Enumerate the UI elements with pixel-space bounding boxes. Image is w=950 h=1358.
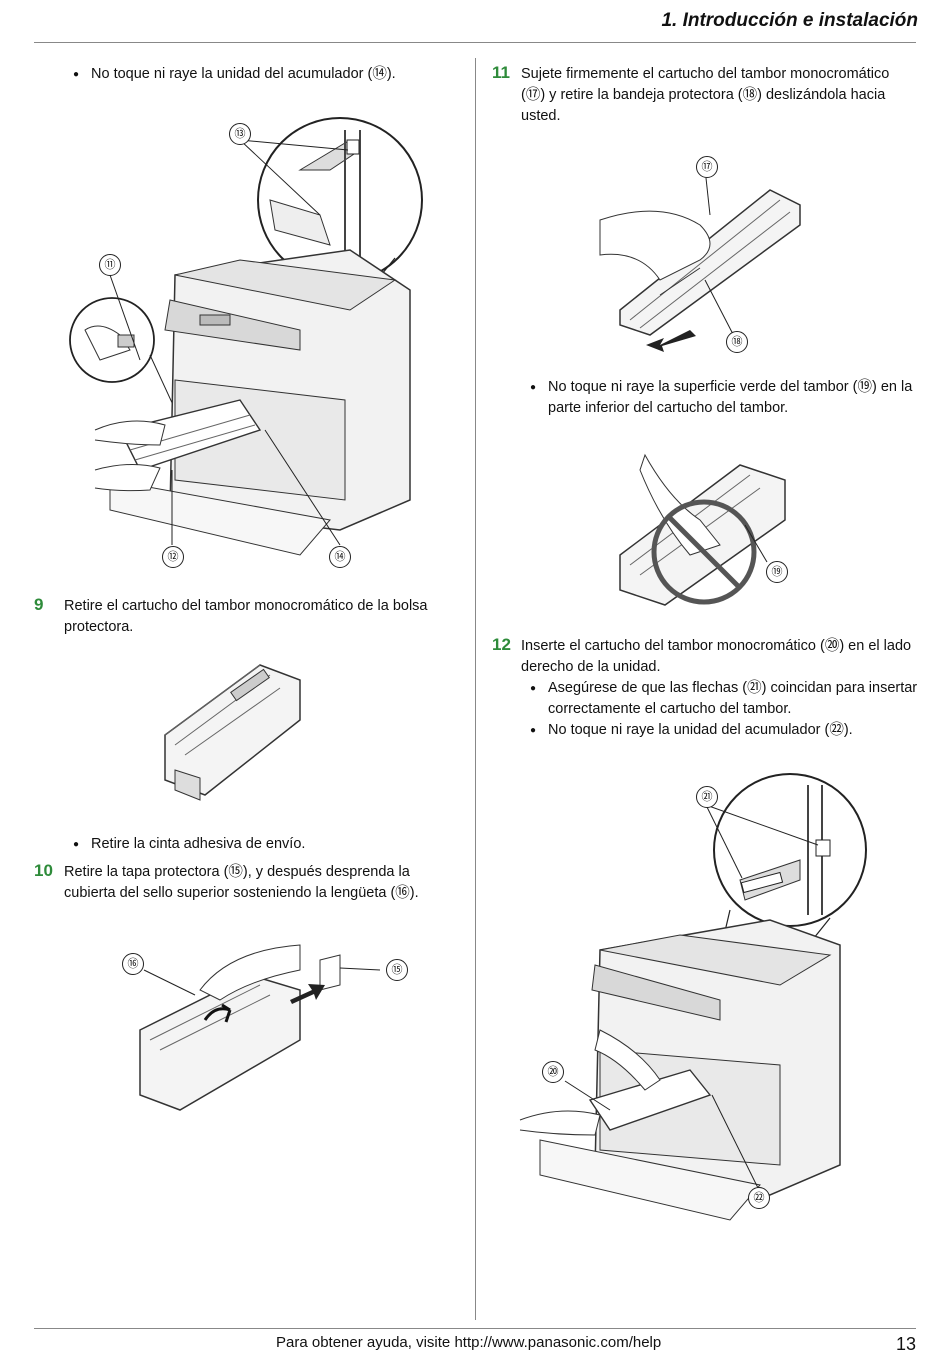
bullet-remove-tape: Retire la cinta adhesiva de envío.: [73, 834, 305, 855]
callout-12: ⑫: [162, 546, 184, 568]
step-9-text-line1: Retire el cartucho del tambor monocromát…: [64, 598, 428, 614]
page-header-title: 1. Introducción e instalación: [661, 10, 918, 31]
bullet-arrows-line1: Asegúrese de que las flechas (㉑) coincid…: [530, 678, 917, 699]
callout-21: ㉑: [696, 786, 718, 808]
callout-17: ⑰: [696, 156, 718, 178]
column-divider: [475, 58, 476, 1320]
step-12-text-line1: Inserte el cartucho del tambor monocromá…: [521, 638, 912, 654]
footer-rule: [34, 1328, 916, 1329]
step-12-number: 12: [492, 635, 511, 654]
bullet-no-touch-green-line2: parte inferior del cartucho del tambor.: [548, 400, 789, 416]
step-10-text-line1: Retire la tapa protectora (⑮), y después…: [64, 864, 410, 880]
step-11-text-line2: (⑰) y retire la bandeja protectora (⑱) d…: [521, 87, 886, 103]
step-9-number: 9: [34, 595, 44, 614]
header-rule: [34, 42, 916, 43]
step-10-number: 10: [34, 861, 53, 880]
callout-13: ⑬: [229, 123, 251, 145]
step-12-text-line2: derecho de la unidad.: [521, 659, 661, 675]
bullet-arrows-line2: correctamente el cartucho del tambor.: [548, 701, 792, 717]
step-11-text-line1: Sujete firmemente el cartucho del tambor…: [521, 66, 890, 82]
callout-22: ㉒: [748, 1187, 770, 1209]
callout-18: ⑱: [726, 331, 748, 353]
footer-help-text: Para obtener ayuda, visite http://www.pa…: [276, 1334, 662, 1351]
callout-15: ⑮: [386, 959, 408, 981]
bullet-no-touch-accumulator-2: No toque ni raye la unidad del acumulado…: [530, 720, 853, 741]
page-number: 13: [895, 1334, 916, 1354]
callout-20: ⑳: [542, 1061, 564, 1083]
callout-14: ⑭: [329, 546, 351, 568]
callout-11: ⑪: [99, 254, 121, 276]
step-9-text-line2: protectora.: [64, 619, 134, 635]
step-10-text-line2: cubierta del sello superior sosteniendo …: [64, 885, 419, 901]
step-11-number: 11: [492, 63, 510, 82]
bullet-no-touch-green-line1: No toque ni raye la superficie verde del…: [530, 377, 912, 398]
callout-19: ⑲: [766, 561, 788, 583]
bullet-no-touch-accumulator: No toque ni raye la unidad del acumulado…: [73, 64, 396, 85]
callout-16: ⑯: [122, 953, 144, 975]
step-11-text-line3: usted.: [521, 108, 561, 124]
